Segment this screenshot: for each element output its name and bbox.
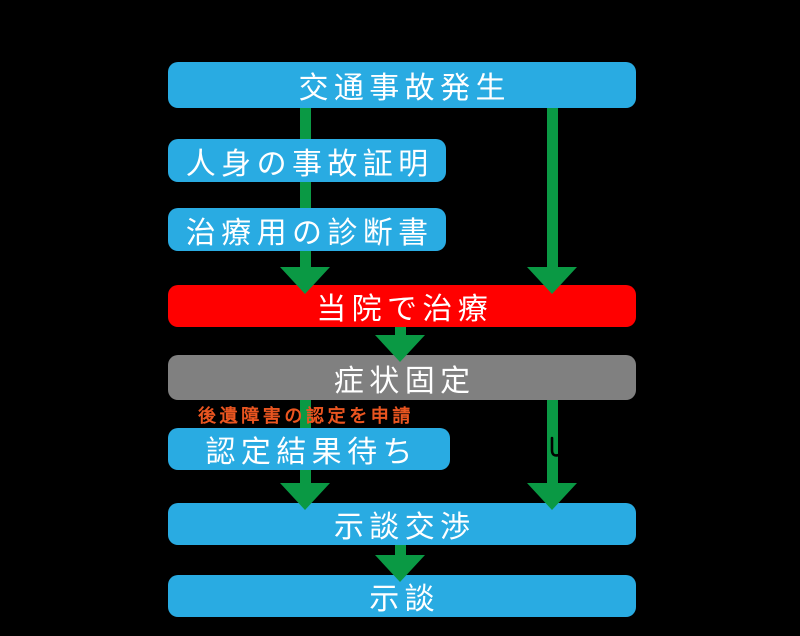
node-accident: 交通事故発生: [168, 62, 636, 108]
arrowhead-icon: [280, 267, 330, 294]
node-injury-certificate: 人身の事故証明: [168, 139, 446, 182]
node-medical-certificate: 治療用の診断書: [168, 208, 446, 251]
arrowhead-icon: [375, 335, 425, 362]
disability-application-note: 後遺障害の認定を申請: [198, 406, 414, 426]
connector-line-treatment-symptom: [395, 327, 406, 337]
connector-line-negotiation-settlement: [395, 545, 406, 557]
connector-line-accident-treatment-right: [547, 108, 558, 270]
arrowhead-icon: [280, 483, 330, 510]
stray-curve-mark: [550, 436, 561, 457]
connector-line-accident-treatment-left: [300, 108, 311, 270]
node-settlement: 示談: [168, 575, 636, 617]
node-await-certification: 認定結果待ち: [168, 428, 450, 470]
arrowhead-icon: [527, 483, 577, 510]
arrowhead-icon: [375, 555, 425, 582]
node-symptom-fixed: 症状固定: [168, 355, 636, 400]
node-settlement-negotiation: 示談交渉: [168, 503, 636, 545]
arrowhead-icon: [527, 267, 577, 294]
